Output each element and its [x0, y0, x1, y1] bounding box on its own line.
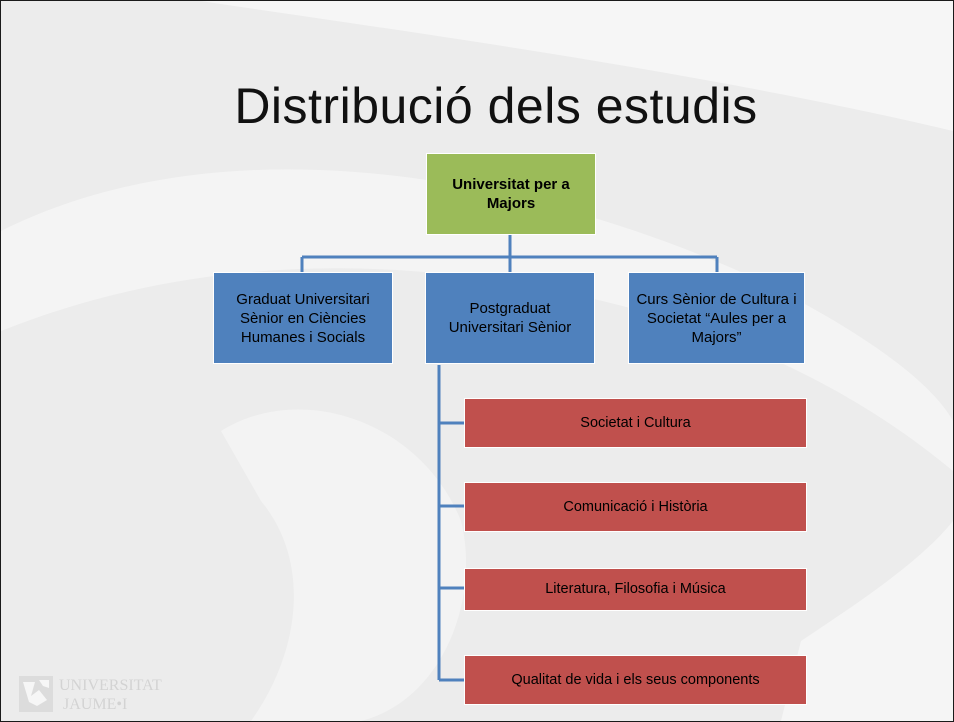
node-label: Literatura, Filosofia i Música: [545, 581, 726, 597]
node-label: Qualitat de vida i els seus components: [511, 671, 760, 688]
logo-line1: UNIVERSITAT: [59, 677, 162, 694]
node-societat-i-cultura: Societat i Cultura: [464, 398, 807, 448]
node-curs-senior: Curs Sènior de Cultura i Societat “Aules…: [628, 272, 805, 364]
node-label: Universitat per a Majors: [452, 176, 570, 212]
logo-wordmark: UNIVERSITAT JAUME•I: [59, 676, 162, 714]
node-graduat: Graduat Universitari Sènior en Ciències …: [213, 272, 393, 364]
node-comunicacio-i-historia: Comunicació i Història: [464, 482, 807, 532]
node-label: Graduat Universitari Sènior en Ciències …: [236, 290, 370, 346]
node-label: Postgraduat Universitari Sènior: [448, 300, 572, 336]
node-universitat-per-a-majors: Universitat per a Majors: [426, 153, 596, 235]
logo-line2: JAUME•I: [63, 696, 128, 713]
university-emblem-icon: [19, 676, 53, 712]
node-literatura-filosofia-musica: Literatura, Filosofia i Música: [464, 568, 807, 611]
universitat-jaume-i-logo: UNIVERSITAT JAUME•I: [19, 674, 209, 716]
node-qualitat-de-vida: Qualitat de vida i els seus components: [464, 655, 807, 705]
node-label: Curs Sènior de Cultura i Societat “Aules…: [636, 290, 797, 346]
node-label: Comunicació i Història: [563, 498, 708, 515]
node-postgraduat: Postgraduat Universitari Sènior: [425, 272, 595, 364]
node-label: Societat i Cultura: [580, 414, 691, 431]
slide-title: Distribució dels estudis: [234, 78, 758, 134]
